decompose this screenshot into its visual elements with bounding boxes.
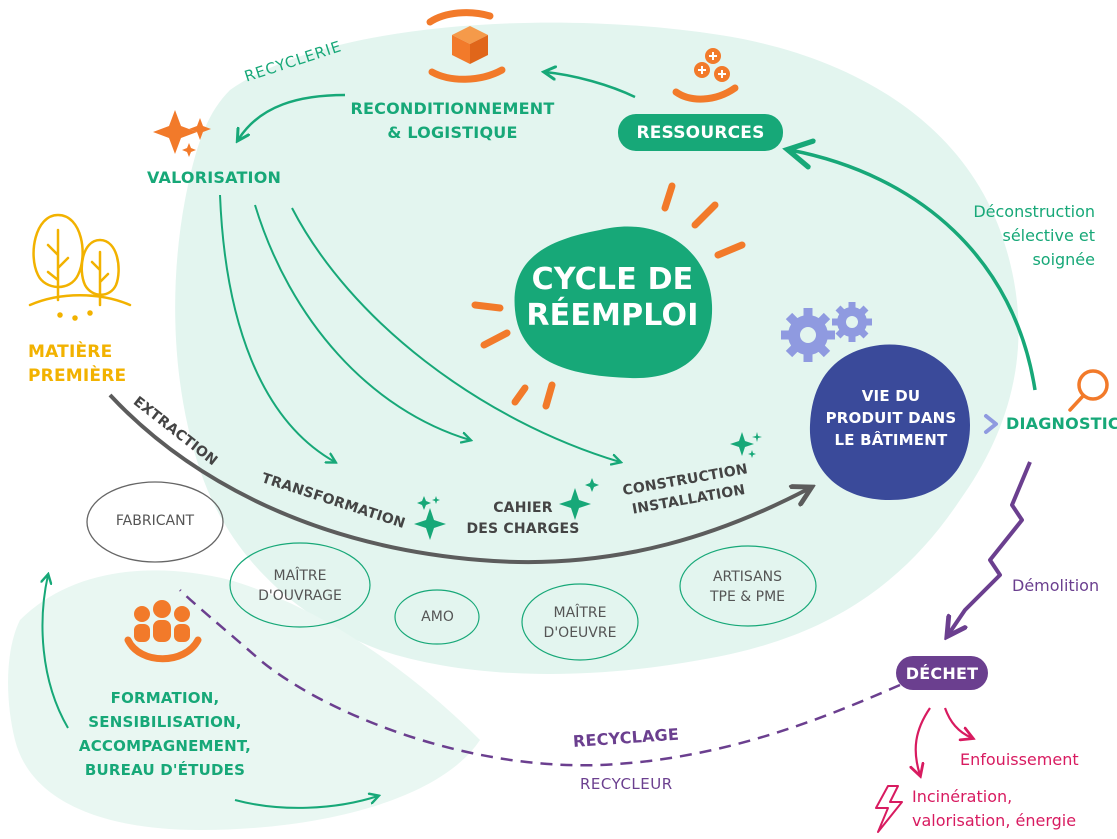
valorisation-to-transformation-arrow — [219, 194, 335, 462]
maitre-oeuvre-label: MAÎTRE D'OEUVRE — [525, 603, 635, 643]
deconstruction-arrow — [790, 150, 1037, 391]
chevron-right-icon — [984, 414, 998, 434]
incineration-line1: Incinération, — [912, 787, 1013, 806]
valorisation-label: VALORISATION — [147, 168, 282, 187]
center-rays — [471, 182, 746, 410]
extraction-arrow — [108, 393, 810, 565]
cahier-line2: DES CHARGES — [466, 521, 580, 537]
ressources-pill — [618, 114, 783, 151]
formation-line1: FORMATION, — [110, 689, 220, 707]
formation-line4: BUREAU D'ÉTUDES — [84, 761, 246, 779]
demolition-arrow — [948, 461, 1032, 635]
hand-box-icon — [426, 9, 506, 83]
vie-line1: VIE DU — [861, 387, 921, 405]
maitre-ouvrage-line1: MAÎTRE — [273, 568, 327, 584]
vie-produit-label: VIE DU PRODUIT DANS LE BÂTIMENT — [812, 385, 970, 451]
maitre-ouvrage-line2: D'OUVRAGE — [258, 588, 342, 604]
dechet-label: DÉCHET — [905, 664, 979, 683]
deconstruction-line2: sélective et — [1002, 226, 1096, 245]
lightning-icon — [875, 785, 903, 833]
matiere-premiere-label: MATIÈRE PREMIÈRE — [28, 340, 126, 388]
vie-line3: LE BÂTIMENT — [834, 431, 948, 449]
center-title-line2: RÉEMPLOI — [526, 298, 699, 333]
fabricant-circle — [86, 481, 224, 563]
maitre-ouvrage-label: MAÎTRE D'OUVRAGE — [240, 566, 360, 606]
deconstruction-line3: soignée — [1032, 250, 1095, 269]
artisans-line1: ARTISANS — [712, 569, 783, 585]
enfouissement-arrow — [943, 707, 972, 738]
ressources-label: RESSOURCES — [636, 123, 765, 143]
vie-line2: PRODUIT DANS — [825, 409, 957, 427]
matiere-line2: PREMIÈRE — [28, 366, 127, 386]
gears-icon — [781, 302, 872, 362]
recyclerie-arrow — [238, 93, 346, 140]
deconstruction-label: Déconstruction sélective et soignée — [940, 200, 1095, 272]
cahier-des-charges-label: CAHIER DES CHARGES — [458, 498, 588, 540]
hand-coins-icon — [672, 48, 739, 103]
vie-produit-blob — [809, 344, 970, 500]
artisans-label: ARTISANS TPE & PME — [690, 567, 805, 607]
sparkle-icon — [153, 110, 211, 157]
demolition-label: Démolition — [1012, 576, 1100, 595]
ressources-to-recond-arrow — [545, 72, 636, 99]
deconstruction-line1: Déconstruction — [973, 202, 1095, 221]
maitre-oeuvre-circle — [521, 583, 639, 661]
incineration-line2: valorisation, énergie — [912, 811, 1077, 830]
diagnostic-label: DIAGNOSTIC — [1006, 414, 1117, 433]
background-blob-lower — [8, 570, 481, 830]
formation-line3: ACCOMPAGNEMENT, — [78, 737, 252, 755]
cahier-line1: CAHIER — [493, 500, 553, 516]
amo-label: AMO — [421, 609, 454, 625]
center-title-line1: CYCLE DE — [531, 262, 694, 297]
maitre-ouvrage-circle — [229, 542, 371, 628]
sparkle-icon — [414, 432, 762, 540]
amo-circle — [394, 589, 480, 645]
formation-label: FORMATION, SENSIBILISATION, ACCOMPAGNEME… — [70, 686, 260, 782]
center-blob — [514, 226, 713, 379]
trees-icon — [28, 213, 132, 321]
community-icon — [124, 600, 202, 663]
enfouissement-label: Enfouissement — [960, 750, 1079, 769]
incineration-arrow — [916, 707, 931, 775]
formation-up-arrow — [43, 575, 69, 729]
valorisation-to-cahier-arrow — [254, 204, 470, 440]
fabricant-label: FABRICANT — [115, 513, 195, 529]
reconditionnement-line2: & LOGISTIQUE — [387, 123, 518, 142]
maitre-oeuvre-line2: D'OEUVRE — [543, 625, 617, 641]
magnifier-icon — [1068, 369, 1109, 412]
matiere-line1: MATIÈRE — [28, 342, 113, 362]
valorisation-to-construction-arrow — [291, 207, 620, 462]
formation-line2: SENSIBILISATION, — [88, 713, 242, 731]
reconditionnement-line1: RECONDITIONNEMENT — [350, 99, 555, 118]
dechet-pill — [896, 656, 988, 690]
center-title: CYCLE DE RÉEMPLOI — [520, 262, 705, 334]
recyclage-dashed-path — [179, 589, 901, 767]
artisans-line2: TPE & PME — [709, 589, 786, 605]
recycleur-label: RECYCLEUR — [580, 775, 673, 793]
reconditionnement-label: RECONDITIONNEMENT & LOGISTIQUE — [345, 97, 560, 145]
artisans-circle — [679, 545, 817, 627]
incineration-label: Incinération, valorisation, énergie — [912, 785, 1076, 833]
maitre-oeuvre-line1: MAÎTRE — [553, 605, 607, 621]
formation-right-arrow — [234, 796, 378, 809]
